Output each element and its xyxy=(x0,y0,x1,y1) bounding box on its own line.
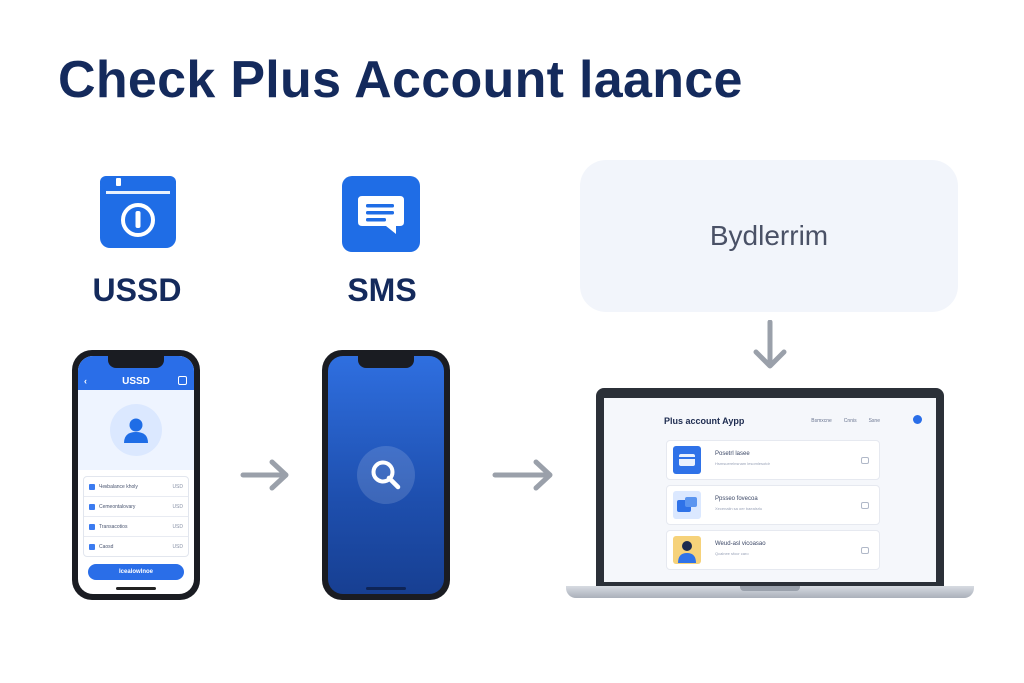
ussd-app-title: USSD xyxy=(122,376,150,387)
list-item[interactable]: Cemeontalovary USD xyxy=(84,497,188,517)
list-item[interactable]: Caosd USD xyxy=(84,537,188,556)
avatar[interactable] xyxy=(913,415,922,424)
list-item[interactable]: Чекbalance kholy USD xyxy=(84,477,188,497)
message-icon xyxy=(861,547,869,554)
app-nav: Bsmxcne Cnnis Ssne xyxy=(811,418,880,424)
laptop-hinge xyxy=(740,586,800,591)
sms-phone xyxy=(322,350,450,600)
home-indicator xyxy=(366,587,406,590)
message-bubble-icon xyxy=(342,176,420,252)
row-icon xyxy=(89,523,95,530)
menu-icon[interactable] xyxy=(178,376,187,385)
ussd-menu-list: Чекbalance kholy USD Cemeontalovary USD … xyxy=(83,476,189,557)
phone-notch xyxy=(358,356,414,368)
card-icon xyxy=(673,446,701,474)
ussd-power-icon xyxy=(100,176,176,248)
nav-item[interactable]: Cnnis xyxy=(843,418,857,424)
user-icon xyxy=(110,404,162,456)
ussd-label: USSD xyxy=(92,272,182,308)
nav-item[interactable]: Ssne xyxy=(868,418,880,424)
send-money-icon xyxy=(673,491,701,519)
row-icon xyxy=(89,543,95,550)
ussd-phone: ‹ USSD Чекbalance kholy USD Cemeontalova… xyxy=(72,350,200,600)
row-icon xyxy=(89,503,95,510)
list-item[interactable]: Weud-asl vicoasao Qcalnee sfocr caro xyxy=(666,530,880,570)
nav-item[interactable]: Bsmxcne xyxy=(811,418,832,424)
down-arrow-icon xyxy=(752,320,788,370)
list-item[interactable]: Ppsseo fovecoa Xecenaiin sa oer baealsrl… xyxy=(666,485,880,525)
list-item[interactable]: Posetrl lasee Hsmsuerelnsnam lesomlesotd… xyxy=(666,440,880,480)
laptop-base xyxy=(566,586,974,598)
list-item[interactable]: Transacotios USD xyxy=(84,517,188,537)
message-icon xyxy=(861,502,869,509)
app-title: Plus account Aypp xyxy=(664,416,745,426)
page-title: Check Plus Account laance xyxy=(58,51,743,109)
person-icon xyxy=(673,536,701,564)
ussd-phone-screen: ‹ USSD Чекbalance kholy USD Cemeontalova… xyxy=(78,356,194,594)
row-icon xyxy=(89,483,95,490)
browser-label: Bydlerrim xyxy=(709,220,829,251)
right-arrow-icon xyxy=(240,458,290,492)
sms-phone-screen xyxy=(328,356,444,594)
right-arrow-icon xyxy=(492,458,554,492)
sms-label: SMS xyxy=(347,272,417,308)
laptop-screen: Plus account Aypp Bsmxcne Cnnis Ssne Pos… xyxy=(604,398,936,582)
chevron-left-icon[interactable]: ‹ xyxy=(84,376,87,386)
search-icon[interactable] xyxy=(357,446,415,504)
phone-notch xyxy=(108,356,164,368)
laptop: Plus account Aypp Bsmxcne Cnnis Ssne Pos… xyxy=(596,388,944,586)
browser-panel: Bydlerrim xyxy=(580,160,958,312)
ussd-profile-area xyxy=(78,390,194,470)
message-icon xyxy=(861,457,869,464)
home-indicator xyxy=(116,587,156,590)
ussd-submit-button[interactable]: Icealowlnoe xyxy=(88,564,184,580)
